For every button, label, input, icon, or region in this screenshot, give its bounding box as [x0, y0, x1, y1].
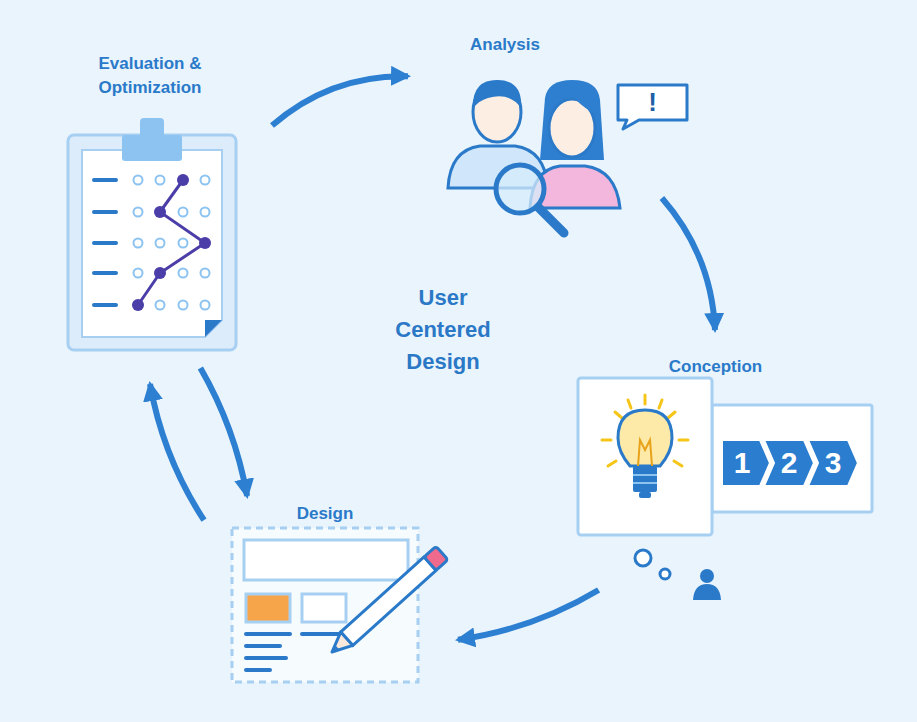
- stage-group: Evaluation & Optimization: [60, 50, 240, 352]
- stage-heading: Conception: [653, 355, 778, 379]
- cycle-arrow: [662, 198, 715, 330]
- speech-bubble: !: [615, 82, 690, 130]
- stage-heading: Evaluation & Optimization: [65, 52, 235, 100]
- stage-heading: Design: [230, 502, 420, 526]
- step-number: 1: [722, 440, 770, 486]
- step-chevron: 3: [810, 440, 858, 486]
- stage-group: Analysis!: [440, 30, 695, 240]
- bubble-mark: !: [615, 82, 690, 122]
- outline-path: [808, 440, 858, 486]
- clipboard-illustration: [68, 118, 236, 350]
- cycle-arrow: [150, 384, 204, 520]
- cycle-arrow: [200, 368, 247, 496]
- stage-heading: Analysis: [440, 33, 570, 57]
- center-title: User Centered Design: [383, 282, 503, 378]
- outline-path: [764, 440, 814, 486]
- step-chevron: 2: [766, 440, 814, 486]
- step-number: 2: [766, 440, 814, 486]
- stage-group: Design: [230, 500, 420, 684]
- people-illustration: [448, 80, 620, 233]
- idea-illustration: [578, 378, 872, 600]
- wireframe-illustration: [232, 528, 448, 682]
- cycle-arrow: [458, 590, 599, 640]
- cycle-arrow: [272, 76, 408, 125]
- step-chevron: 1: [722, 440, 770, 486]
- step-number: 3: [810, 440, 858, 486]
- stage-group: Conception 123: [578, 352, 872, 540]
- outline-path: [722, 440, 770, 486]
